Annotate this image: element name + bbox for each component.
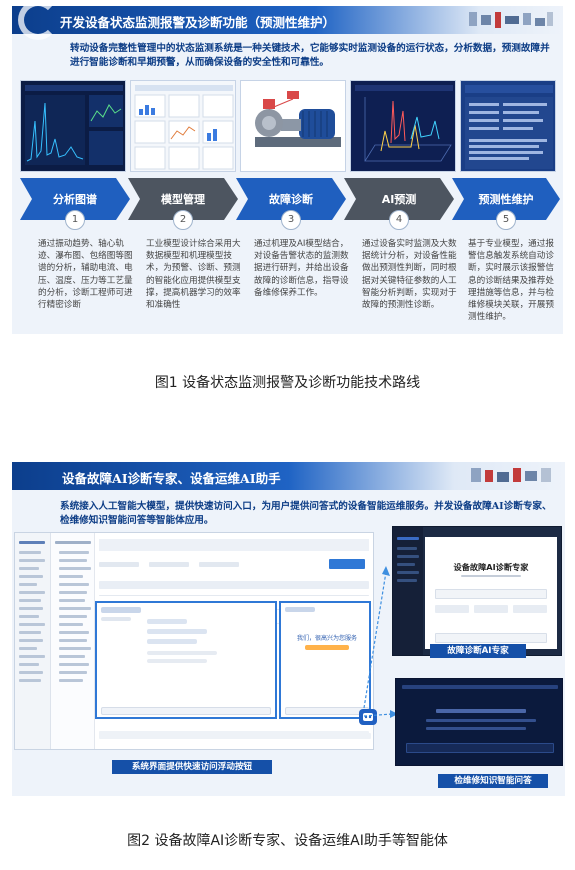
figure-2-intro: 系统接入人工智能大模型，提供快速访问入口，为用户提供问答式的设备智能运维服务。并… [60, 501, 552, 526]
ui-sidebar [15, 533, 51, 749]
step-3-desc: 通过机理及AI模型结合，对设备告警状态的监测数据进行研判，并给出设备故障的诊断信… [254, 239, 349, 298]
step-5-number: 5 [496, 210, 516, 230]
callout-knowledge-qa: 检维修知识智能问答 [438, 774, 548, 788]
dashboard-graphic [134, 85, 234, 170]
step-2-number: 2 [173, 210, 193, 230]
step-2-label: 模型管理 [161, 193, 205, 206]
step-descriptions: 通过振动趋势、轴心轨迹、瀑布图、包络图等图谱的分析，辅助电流、电压、温度、压力等… [20, 238, 560, 330]
figure-2: 设备故障AI诊断专家、设备运维AI助手 系统接入人工智能大模型，提供快速访问入口… [12, 462, 565, 796]
figure-2-caption: 图2 设备故障AI诊断专家、设备运维AI助手等智能体 [127, 833, 448, 849]
ai-window-sidebar [393, 527, 423, 655]
step-1-arrow: 分析图谱 1 [20, 178, 130, 230]
chat-popup-left [95, 601, 277, 719]
spectrum-screenshot [20, 80, 126, 172]
ai-expert-window: 设备故障AI诊断专家 [392, 526, 562, 656]
step-2-arrow: 模型管理 2 [128, 178, 238, 230]
callout-quick-access: 系统界面提供快速访问浮动按钮 [112, 760, 272, 774]
step-5-arrow: 预测性维护 5 [452, 178, 560, 230]
step-1-label: 分析图谱 [53, 193, 97, 206]
ai-window-title: 设备故障AI诊断专家 [453, 562, 529, 572]
step-4-label: AI预测 [381, 193, 417, 206]
pump-model-graphic [255, 91, 341, 147]
report-graphic [465, 85, 553, 169]
step-5-label: 预测性维护 [478, 193, 534, 206]
figure-1-intro: 转动设备完整性管理中的状态监测系统是一种关键技术，它能够实时监测设备的运行状态，… [70, 43, 550, 68]
ui-tree-panel [51, 533, 95, 749]
figure-2-title: 设备故障AI诊断专家、设备运维AI助手 [62, 471, 281, 486]
figure-1-banner: 开发设备状态监测报警及诊断功能（预测性维护） [12, 6, 563, 40]
step-5-desc: 基于专业模型，通过报警信息触发系统自动诊断，实时展示该报警信息的诊断结果及推荐处… [468, 239, 554, 323]
step-1-number: 1 [65, 210, 85, 230]
system-ui-screenshot: 我们，很高兴为您服务 [14, 532, 377, 750]
connector-arrows [363, 566, 398, 718]
waterfall-screenshot [350, 80, 456, 172]
ui-toolbar [99, 539, 369, 551]
callout-ai-expert: 故障诊断AI专家 [430, 644, 526, 658]
spectrum-graphic [25, 85, 123, 165]
step-3-label: 故障诊断 [269, 193, 313, 206]
report-screenshot [460, 80, 556, 172]
figure-1-caption: 图1 设备状态监测报警及诊断功能技术路线 [154, 375, 421, 391]
waterfall-graphic [355, 85, 453, 162]
pump-model-screenshot [240, 80, 346, 172]
knowledge-qa-window [395, 678, 563, 766]
qr-mosaic-icon [469, 10, 555, 30]
step-3-arrow: 故障诊断 3 [236, 178, 346, 230]
figure-1: 开发设备状态监测报警及诊断功能（预测性维护） 转动设备完整性管理中的状态监测系统… [12, 6, 563, 334]
step-3-number: 3 [281, 210, 301, 230]
ui-filters [99, 555, 369, 573]
chat-popup-right: 我们，很高兴为您服务 [279, 601, 371, 719]
qr-mosaic-icon-2 [471, 466, 557, 486]
process-steps: 分析图谱 1 模型管理 2 故障诊断 3 AI预测 4 预测性维护 5 [20, 178, 560, 232]
dashboard-screenshot [130, 80, 236, 172]
step-2-desc: 工业模型设计综合采用大数据模型和机理模型技术，为预警、诊断、预测的智能化应用提供… [146, 239, 241, 311]
figure-1-title: 开发设备状态监测报警及诊断功能（预测性维护） [60, 15, 336, 30]
ai-window-body: 设备故障AI诊断专家 [425, 537, 557, 649]
step-4-arrow: AI预测 4 [344, 178, 454, 230]
figure-2-banner: 设备故障AI诊断专家、设备运维AI助手 [12, 462, 565, 490]
popup-greeting: 我们，很高兴为您服务 [296, 635, 357, 642]
step-1-desc: 通过振动趋势、轴心轨迹、瀑布图、包络图等图谱的分析，辅助电流、电压、温度、压力等… [38, 239, 133, 311]
step-4-desc: 通过设备实时监测及大数据统计分析，对设备性能做出预测性判断，同时根据对关键特征参… [362, 239, 457, 311]
step-4-number: 4 [389, 210, 409, 230]
logo-swirl-icon [18, 6, 58, 40]
screenshot-strip [20, 80, 556, 172]
